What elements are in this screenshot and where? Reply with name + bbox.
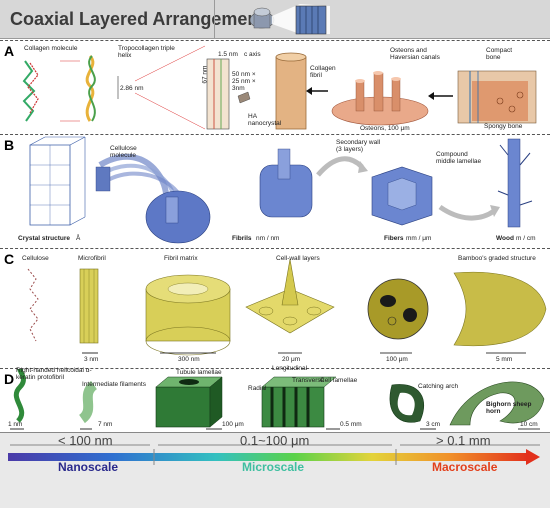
label-tropocollagen: Tropocollagen triple helix — [118, 45, 175, 60]
label-c-300nm: 300 nm — [178, 356, 200, 363]
collagen-fibril-shape — [275, 56, 307, 130]
label-d-7nm: 7 nm — [98, 421, 113, 428]
label-d-1nm: 1 nm — [8, 421, 23, 428]
label-spongy-bone: Spongy bone — [484, 123, 523, 130]
label-fibril-matrix: Fibril matrix — [164, 255, 198, 262]
label-tubule: Tubule lamellae — [176, 369, 222, 376]
label-compound-lamellae: Compound middle lamellae — [436, 151, 482, 166]
collagen-molecule-shape — [22, 60, 36, 122]
label-wood: Wood — [496, 235, 514, 242]
label-protofibril: Right-handed helicoidal α-keratin protof… — [16, 367, 92, 382]
label-wood-unit: m / cm — [516, 235, 536, 242]
label-cell-wall: Cell-wall layers — [276, 255, 320, 262]
scale-arrowhead — [526, 449, 540, 465]
label-c-20um: 20 μm — [282, 356, 301, 363]
fibril-stack-shape — [206, 58, 230, 130]
panel-c-graphic — [27, 258, 547, 356]
layered-block-icon — [295, 5, 327, 35]
panel-a-label: A — [4, 43, 15, 59]
label-radial: Radial — [248, 385, 267, 392]
label-bamboo: Bamboo's graded structure — [458, 255, 536, 262]
label-fibers: Fibers — [384, 235, 404, 242]
wood-shape — [507, 138, 521, 228]
panel-c: C Cellulose Microfibril Fibril ma — [0, 248, 550, 367]
label-longitudinal: Longitudinal — [272, 365, 308, 372]
label-cellulose-molecule: Cellulose molecule — [110, 145, 137, 160]
cross-section-shape — [367, 278, 429, 340]
scale-bar-graphic — [8, 444, 540, 465]
header-illustration — [249, 4, 330, 35]
label-crystal: Crystal structure — [18, 235, 71, 242]
label-c-3nm: 3 nm — [84, 356, 99, 363]
panel-b-graphic — [29, 136, 533, 244]
page-title: Coaxial Layered Arrangement — [10, 9, 265, 29]
scale-gradient — [8, 453, 528, 461]
scale-bar: < 100 nm 0.1~100 μm > 0.1 mm — [0, 432, 550, 508]
label-compact-bone: Compact bone — [486, 47, 513, 62]
label-c-5mm: 5 mm — [496, 356, 513, 363]
panel-d-graphic — [10, 369, 545, 430]
label-osteons-scale: Osteons, 100 μm — [360, 125, 410, 132]
label-transverse: Transverse — [292, 377, 325, 384]
label-catching-arch: Catching arch — [418, 383, 459, 390]
label-nanoscale: Nanoscale — [58, 460, 119, 474]
range-mid: 0.1~100 μm — [240, 433, 310, 448]
label-d-3cm: 3 cm — [426, 421, 441, 428]
range-large: > 0.1 mm — [436, 433, 491, 448]
label-microscale: Microscale — [242, 460, 305, 474]
header-bar: Coaxial Layered Arrangement — [0, 0, 550, 39]
tubule-lamellae-shape — [155, 386, 211, 428]
label-secondary-wall: Secondary wall (3 layers) — [336, 139, 381, 154]
label-d-100um: 100 μm — [222, 421, 244, 428]
label-fibrils-unit: nm / nm — [256, 235, 280, 242]
label-crystal-unit: Å — [76, 235, 81, 242]
label-intermediate: Intermediate filaments — [82, 381, 146, 388]
header-divider — [214, 0, 215, 38]
label-c-100um: 100 μm — [386, 356, 408, 363]
panel-a-graphic — [22, 45, 537, 130]
panel-b: B Cellulose molecule — [0, 134, 550, 247]
label-bighorn: Bighorn sheep horn — [486, 401, 532, 416]
panel-c-label: C — [4, 251, 15, 267]
label-d-10cm: 10 cm — [520, 421, 538, 428]
cellulose-chain-shape — [27, 268, 39, 342]
label-dims: 50 nm × 25 nm × 3nm — [232, 71, 256, 93]
panel-d-label: D — [4, 371, 15, 387]
label-ha: HA nanocrystal — [248, 113, 282, 128]
label-fibrils: Fibrils — [232, 235, 252, 242]
label-cell-lamellae: Cell lamellae — [320, 377, 358, 384]
intermediate-filaments-shape — [78, 380, 98, 424]
panel-a: A — [0, 40, 550, 133]
label-collagen-fibril: Collagen fibril — [310, 65, 336, 80]
label-c-axis: c axis — [244, 51, 261, 58]
bamboo-shape — [453, 271, 547, 347]
label-286nm: 2.86 nm — [120, 85, 144, 92]
label-67nm: 67 nm — [201, 65, 209, 84]
label-osteons: Osteons and Haversian canals — [390, 47, 440, 62]
label-fibers-unit: mm / μm — [406, 235, 432, 242]
range-small: < 100 nm — [58, 433, 113, 448]
protofibril-shape — [13, 369, 26, 423]
bighorn-horn-shape — [449, 381, 545, 426]
panel-d: D Right-handed helicoidal α-keratin prot… — [0, 365, 550, 431]
label-macroscale: Macroscale — [432, 460, 498, 474]
label-15nm: 1.5 nm — [218, 51, 238, 58]
label-collagen-molecule: Collagen molecule — [24, 45, 78, 52]
label-cellulose: Cellulose — [22, 255, 49, 262]
label-microfibril: Microfibril — [78, 255, 106, 262]
tropocollagen-shape — [85, 54, 95, 122]
label-d-05mm: 0.5 mm — [340, 421, 362, 428]
panel-b-label: B — [4, 137, 15, 153]
cell-wall-shape — [245, 288, 335, 334]
